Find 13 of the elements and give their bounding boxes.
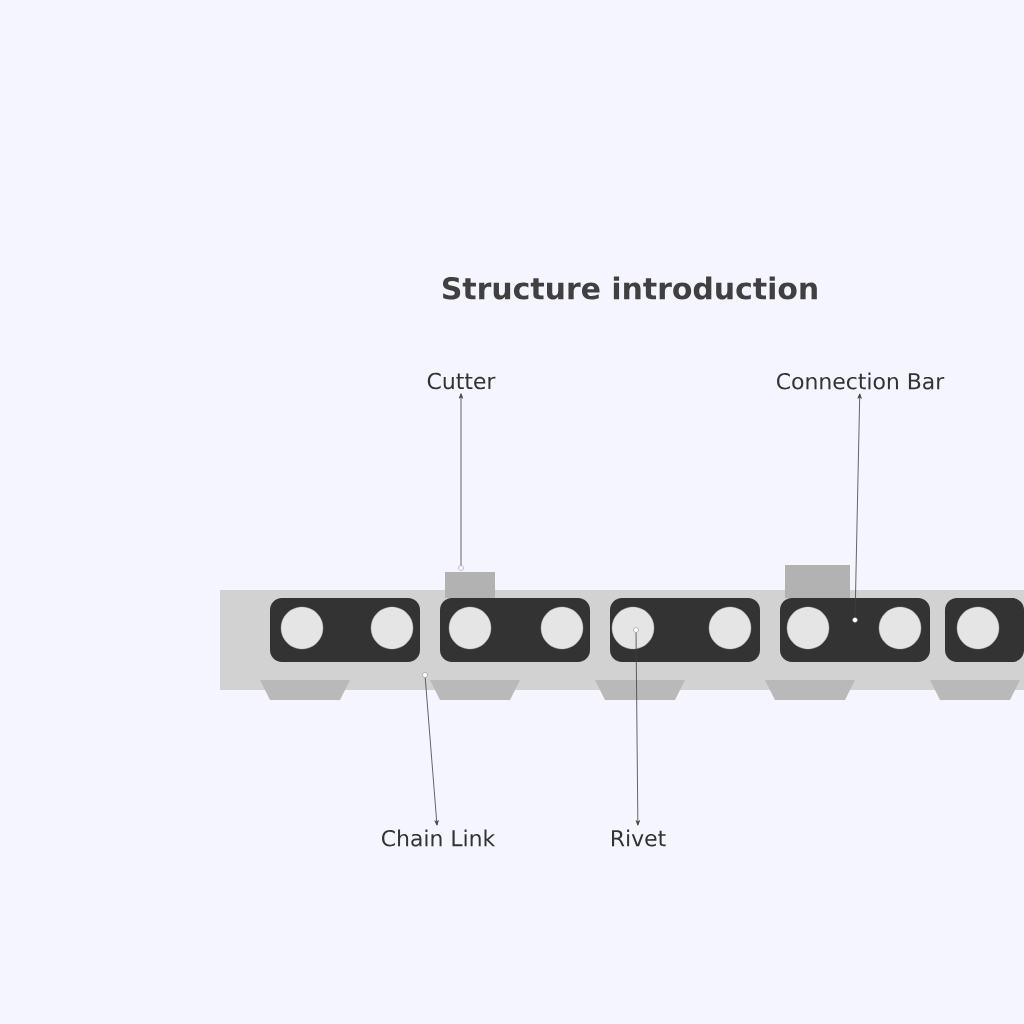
part-point — [458, 565, 464, 571]
leader-line — [635, 632, 640, 826]
part-label: Cutter — [427, 372, 496, 390]
leader-line — [458, 393, 464, 566]
part-label: Chain Link — [382, 829, 496, 847]
part-label: Connection Bar — [777, 372, 945, 390]
part-label: Rivet — [612, 829, 666, 847]
part-point — [633, 627, 639, 633]
leader-line — [424, 677, 439, 826]
part-point — [422, 672, 428, 678]
part-point — [852, 617, 858, 623]
leader-line — [854, 393, 862, 618]
title: Structure introduction — [442, 276, 817, 300]
